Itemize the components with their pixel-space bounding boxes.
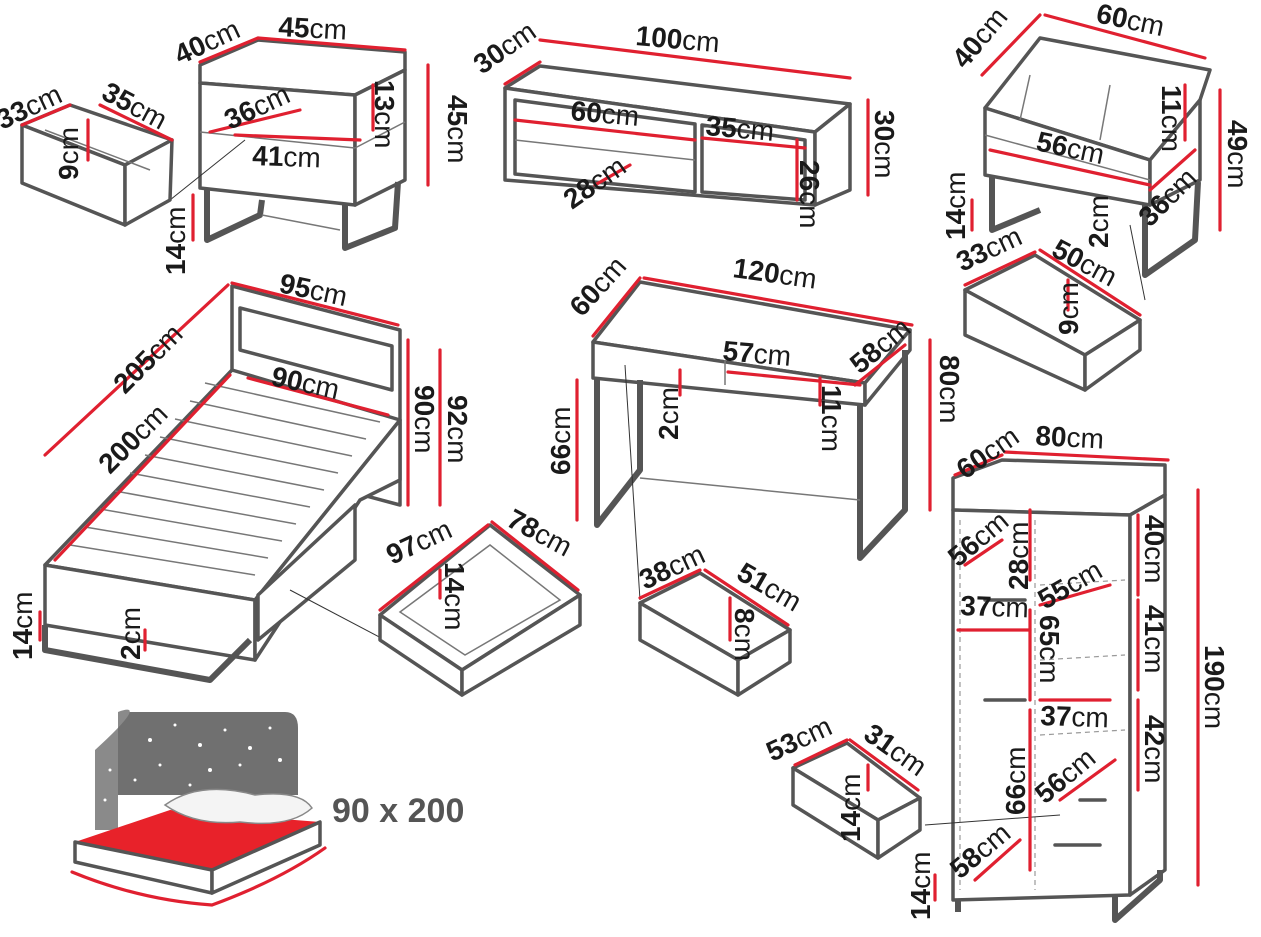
- dim-chest-drawer-h: 9cm: [1053, 282, 1084, 335]
- dim-desk-inner-w: 57cm: [721, 335, 792, 372]
- dim-bed-head-h2: 92cm: [442, 395, 473, 463]
- dim-wardrobe-leg: 14cm: [905, 852, 936, 920]
- dimension-lines: [20, 13, 1222, 902]
- dim-wardrobe-shelf-h1: 40cm: [1139, 515, 1170, 583]
- dim-chest-inner-w: 56cm: [1034, 126, 1107, 171]
- dim-desk-leg-h: 66cm: [545, 407, 576, 475]
- dim-nightstand-height: 45cm: [442, 95, 473, 163]
- dim-nightstand-leg: 14cm: [160, 207, 191, 275]
- dim-chest-top-h: 11cm: [1156, 85, 1187, 152]
- stars: [103, 723, 282, 802]
- bed-illustration: [70, 709, 327, 907]
- dim-wardrobe-shelf-h3: 42cm: [1139, 715, 1170, 783]
- dim-bed-frame-h: 2cm: [115, 607, 146, 660]
- dim-chest-leg: 14cm: [940, 172, 971, 240]
- dim-wardrobe-rail-w: 37cm: [960, 590, 1030, 623]
- dim-tvstand-height: 30cm: [869, 110, 900, 178]
- dim-chest-front-h: 2cm: [1083, 195, 1114, 248]
- chest-of-drawers: [983, 36, 1212, 301]
- dim-tvstand-shelf-h: 26cm: [794, 160, 825, 228]
- dim-chest-height: 49cm: [1222, 120, 1253, 188]
- dim-desk-front-h: 2cm: [653, 387, 684, 440]
- dim-nightstand-inner-w: 41cm: [252, 140, 322, 173]
- dim-bed-head-h1: 90cm: [409, 385, 440, 453]
- bed-drawer: [378, 523, 582, 697]
- dim-bed-leg: 14cm: [7, 592, 38, 660]
- dim-wardrobe-shelf-w: 37cm: [1040, 700, 1110, 733]
- bed-slats: [69, 382, 381, 576]
- dim-desk-drawer-h: 8cm: [729, 608, 760, 661]
- dim-chest-width: 60cm: [1094, 0, 1167, 42]
- dim-desk-width: 120cm: [731, 252, 819, 294]
- mattress-measure: [70, 846, 327, 907]
- dim-tvstand-width: 100cm: [634, 20, 720, 58]
- dim-bed-width: 95cm: [277, 268, 350, 313]
- dim-bed-length: 205cm: [107, 318, 188, 399]
- dim-wardrobe-drawer-h: 14cm: [835, 774, 866, 842]
- dim-wardrobe-width: 80cm: [1035, 420, 1105, 455]
- dim-wardrobe-compartment-h: 66cm: [1000, 747, 1031, 815]
- dim-bed-inner-width: 90cm: [269, 361, 342, 406]
- headboard-starry: [118, 712, 298, 795]
- desk: [591, 280, 912, 601]
- dim-desk-drawer-front: 11cm: [816, 385, 847, 452]
- dim-tvstand-shelf-w2: 35cm: [704, 110, 775, 147]
- tv-stand: [503, 64, 852, 207]
- dim-nightstand-front: 13cm: [369, 80, 400, 148]
- dim-bed-drawer-h: 14cm: [439, 562, 470, 630]
- dim-chest-depth: 40cm: [946, 1, 1014, 73]
- nightstand: [169, 38, 407, 251]
- dim-nightstand-width: 45cm: [278, 11, 348, 46]
- mattress-size-label: 90 x 200: [332, 792, 464, 830]
- dim-wardrobe-shelf-h2: 41cm: [1139, 605, 1170, 673]
- mattress-red: [75, 810, 320, 870]
- dim-wardrobe-rod-h: 65cm: [1034, 615, 1065, 683]
- dim-desk-height: 80cm: [934, 355, 965, 423]
- dim-wardrobe-height: 190cm: [1199, 645, 1230, 729]
- chest-drawer: [963, 253, 1142, 392]
- bed: [42, 284, 402, 683]
- nightstand-drawer: [20, 103, 174, 227]
- wardrobe-drawer: [791, 741, 922, 860]
- pillow: [163, 788, 313, 825]
- desk-drawer: [638, 571, 792, 697]
- dim-tvstand-shelf-w1: 60cm: [569, 95, 640, 132]
- dim-wardrobe-top-h: 28cm: [1003, 522, 1034, 590]
- dim-nightstand-drawer-h: 9cm: [53, 127, 84, 180]
